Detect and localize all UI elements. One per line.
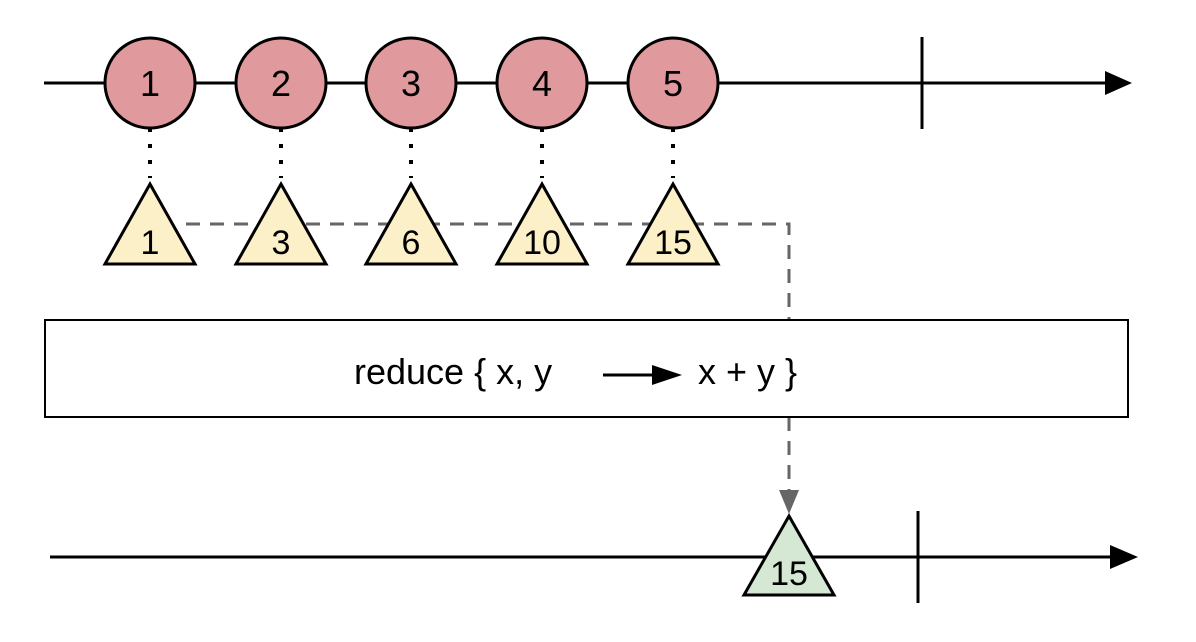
- emission-connectors: [148, 128, 675, 178]
- source-item: 5: [626, 36, 720, 130]
- accumulator-item: 1: [102, 180, 198, 266]
- operator-result: x + y }: [698, 351, 797, 392]
- accumulator-triangle: [233, 180, 329, 266]
- operator-arrow-icon: [652, 365, 682, 385]
- accumulator-triangle: [102, 180, 198, 266]
- output-triangle-label: 15: [770, 555, 808, 593]
- source-item: 4: [495, 36, 589, 130]
- source-marble: [495, 36, 589, 130]
- accumulator-triangle-label: 1: [141, 224, 160, 262]
- accumulator-triangle-label: 10: [523, 224, 561, 262]
- output-triangle: [741, 512, 837, 597]
- source-marble-label: 2: [271, 63, 291, 104]
- source-marble-label: 1: [140, 63, 160, 104]
- source-marble-label: 5: [663, 63, 683, 104]
- accumulator-triangle: [625, 180, 721, 266]
- output-timeline-arrowhead: [1110, 545, 1138, 569]
- accumulator-item: 10: [494, 180, 590, 266]
- source-item: 2: [234, 36, 328, 130]
- source-marble: [103, 36, 197, 130]
- operator-box-frame: [44, 319, 1129, 418]
- operator-box: reduce { x, y x + y }: [44, 319, 1129, 418]
- accumulator-items: 1 3 6 10 15: [102, 180, 721, 266]
- source-marble-label: 4: [532, 63, 552, 104]
- accumulator-triangle: [494, 180, 590, 266]
- accumulator-triangle-label: 15: [654, 224, 692, 262]
- accumulator-item: 15: [625, 180, 721, 266]
- accumulator-item: 3: [233, 180, 329, 266]
- result-flow-arrowhead: [779, 490, 799, 514]
- source-marble: [626, 36, 720, 130]
- source-item: 3: [364, 36, 458, 130]
- output-items: 15: [741, 512, 837, 597]
- accumulator-triangle-label: 6: [402, 224, 421, 262]
- accumulator-item: 6: [363, 180, 459, 266]
- accumulator-triangle: [363, 180, 459, 266]
- source-marble: [364, 36, 458, 130]
- output-item: 15: [741, 512, 837, 597]
- output-timeline: [50, 511, 1138, 603]
- accumulator-triangle-label: 3: [272, 224, 291, 262]
- source-timeline-arrowhead: [1105, 71, 1132, 95]
- source-marble: [234, 36, 328, 130]
- operator-label: reduce { x, y: [354, 351, 552, 392]
- source-marble-label: 3: [401, 63, 421, 104]
- source-items: 1 2 3 4 5: [103, 36, 720, 130]
- source-item: 1: [103, 36, 197, 130]
